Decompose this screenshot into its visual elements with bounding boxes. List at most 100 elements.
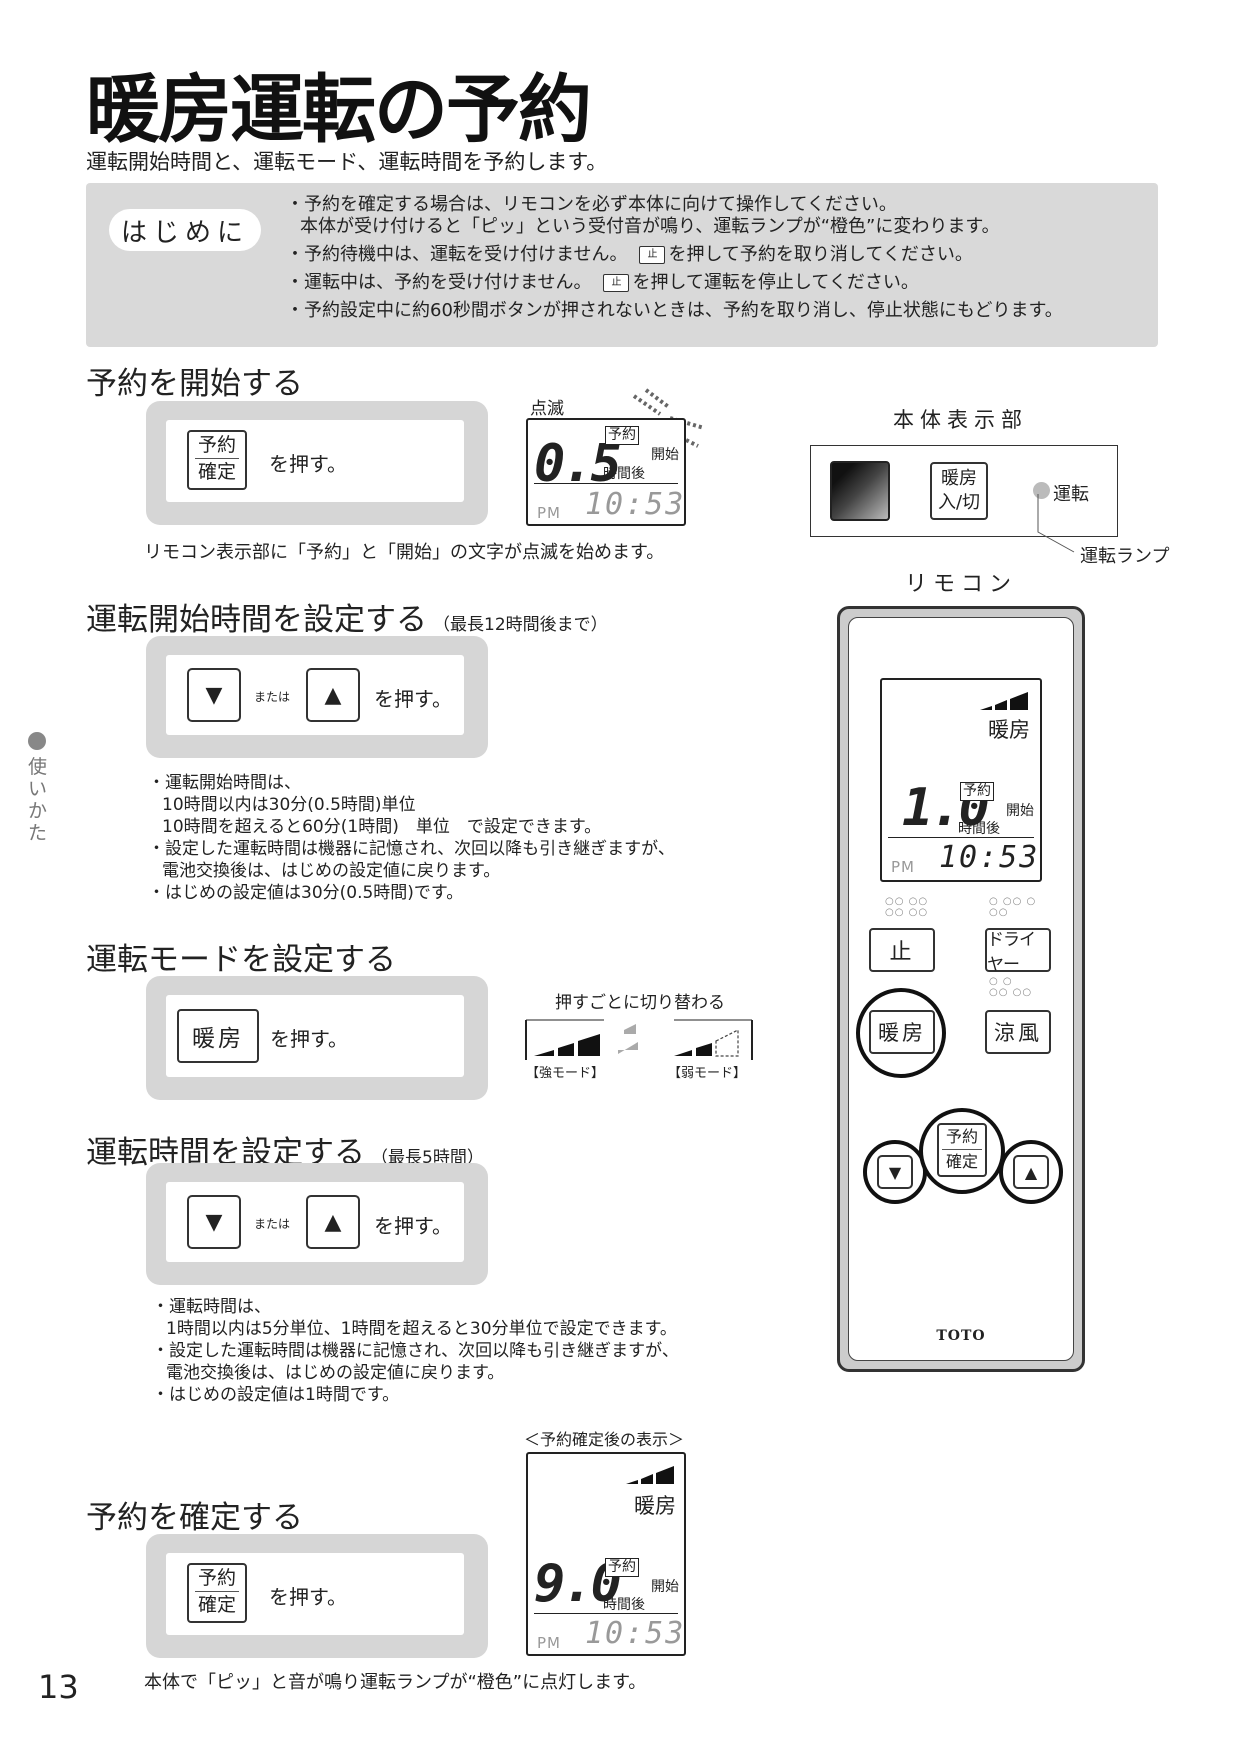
note-line: ・運転開始時間は、 <box>148 773 301 793</box>
section-heading-start-time: 運転開始時間を設定する（最長12時間後まで） <box>86 594 608 639</box>
blink-rays-icon <box>632 388 705 448</box>
lcd-pm: PM <box>891 858 915 876</box>
side-tab-label: 使いかた <box>28 756 48 844</box>
intro-note: ・予約待機中は、運転を受け付けません。 止を押して予約を取り消してください。 <box>286 241 1063 269</box>
page-title: 暖房運転の予約 <box>86 67 592 153</box>
remote-label: リモコン <box>905 572 1018 597</box>
down-button[interactable]: ▼ <box>187 1195 241 1249</box>
unit-label: 本体表示部 <box>893 408 1028 432</box>
note-line: 1時間以内は5分単位、1時間を超えると30分単位で設定できます。 <box>166 1319 677 1339</box>
intro-note-text: を押して運転を停止してください。 <box>632 272 919 293</box>
stop-key-icon: 止 <box>603 274 630 292</box>
instruction-panel: 暖房 を押す。 <box>146 976 488 1100</box>
key-label: 入/切 <box>937 492 981 513</box>
lcd-clock: 10:53 <box>585 1616 686 1651</box>
yoyaku-kakutei-button[interactable]: 予約 確定 <box>187 1563 247 1623</box>
note-line: ・設定した運転時間は機器に記憶され、次回以降も引き継ぎますが、 <box>152 1341 679 1361</box>
lcd-clock: 10:53 <box>939 840 1040 875</box>
note-line: ・運転時間は、 <box>152 1297 271 1317</box>
section-caption: 本体で「ピッ」と音が鳴り運転ランプが“橙色”に点灯します。 <box>144 1672 647 1693</box>
intro-note-text: ・運転中は、予約を受け付けません。 <box>286 272 583 293</box>
side-tab-dot-icon <box>28 732 46 750</box>
intro-note: ・予約を確定する場合は、リモコンを必ず本体に向けて操作してください。 <box>286 194 897 215</box>
toggle-label: 押すごとに切り替わる <box>555 993 725 1013</box>
stop-button[interactable]: 止 <box>869 928 935 972</box>
intro-note-text: を押して予約を取り消してください。 <box>668 244 973 265</box>
note-line: 電池交換後は、はじめの設定値に戻ります。 <box>166 1363 505 1383</box>
danbo-button[interactable]: 暖房 <box>869 1010 935 1054</box>
key-label: 確定 <box>945 1152 978 1171</box>
lcd-jikango: 時間後 <box>603 466 645 482</box>
lcd-clock: 10:53 <box>585 487 686 522</box>
lcd-start-display: 0.5 予約 開始 時間後 PM 10:53 <box>526 418 686 526</box>
intro-note: ・予約設定中に約60秒間ボタンが押されないときは、予約を取り消し、停止状態にもど… <box>286 300 1063 321</box>
intro-note: ・運転中は、予約を受け付けません。 止を押して運転を停止してください。 <box>286 269 1063 297</box>
highlight-circle <box>999 1140 1063 1204</box>
note-line: ・はじめの設定値は30分(0.5時間)です。 <box>148 883 464 903</box>
lcd-yoyaku: 予約 <box>960 782 994 801</box>
note-line: 10時間以内は30分(0.5時間)単位 <box>162 795 416 815</box>
weak-mode-label: 【弱モード】 <box>668 1066 747 1081</box>
mode-toggle-diagram <box>525 1019 753 1060</box>
lcd-confirm-display: 暖房 9.0 予約 開始 時間後 PM 10:53 <box>526 1452 686 1656</box>
note-line: ・設定した運転時間は機器に記憶され、次回以降も引き継ぎますが、 <box>148 839 675 859</box>
ryofu-button[interactable]: 涼風 <box>985 1010 1051 1054</box>
lcd-pm: PM <box>537 504 561 522</box>
brand-logo: TOTO <box>936 1328 986 1344</box>
unit-sensor-window <box>830 461 890 521</box>
lamp-leader-line <box>1037 494 1075 553</box>
instruction-panel: ▼ または ▲ を押す。 <box>146 1163 488 1285</box>
press-label: を押す。 <box>374 687 452 711</box>
section-notes: ・運転時間は、 1時間以内は5分単位、1時間を超えると30分単位で設定できます。… <box>152 1296 679 1406</box>
confirm-display-caption: ＜予約確定後の表示＞ <box>524 1430 685 1449</box>
key-label: 予約 <box>197 434 236 456</box>
yoyaku-kakutei-button[interactable]: 予約 確定 <box>937 1123 987 1177</box>
lcd-yoyaku: 予約 <box>605 1558 639 1577</box>
highlight-circle <box>856 988 946 1078</box>
down-button[interactable]: ▼ <box>187 668 241 722</box>
press-label: を押す。 <box>269 452 347 476</box>
lcd-pm: PM <box>537 1634 561 1652</box>
danbo-button[interactable]: 暖房 <box>177 1009 259 1063</box>
or-label: または <box>254 690 291 704</box>
instruction-panel: ▼ または ▲ を押す。 <box>146 636 488 758</box>
note-line: 電池交換後は、はじめの設定値に戻ります。 <box>162 861 501 881</box>
intro-note: 本体が受け付けると「ピッ」という受付音が鳴り、運転ランプが“橙色”に変わります。 <box>300 216 1000 237</box>
note-line: 10時間を超えると60分(1時間) 単位 で設定できます。 <box>162 817 602 837</box>
lcd-danbo: 暖房 <box>988 718 1030 742</box>
note-line: ・はじめの設定値は1時間です。 <box>152 1385 400 1405</box>
strong-mode-label: 【強モード】 <box>526 1066 605 1081</box>
up-button[interactable]: ▲ <box>306 1195 360 1249</box>
up-button[interactable]: ▲ <box>1013 1155 1049 1189</box>
unit-danbo-onoff-button[interactable]: 暖房 入/切 <box>930 462 988 520</box>
intro-notes: ・予約を確定する場合は、リモコンを必ず本体に向けて操作してください。 本体が受け… <box>286 191 1063 325</box>
unit-lamp-label: 運転 <box>1053 484 1089 505</box>
section-heading-mode: 運転モードを設定する <box>86 942 396 978</box>
dryer-button[interactable]: ドライヤー <box>985 928 1051 975</box>
section-caption: リモコン表示部に「予約」と「開始」の文字が点滅を始めます。 <box>144 542 665 563</box>
lcd-jikango: 時間後 <box>603 1597 645 1613</box>
down-button[interactable]: ▼ <box>877 1155 913 1189</box>
blink-label: 点滅 <box>530 399 564 419</box>
lamp-callout-label: 運転ランプ <box>1080 546 1170 567</box>
remote-lcd: 暖房 1.0 予約 開始 時間後 PM 10:53 <box>880 678 1042 882</box>
key-label: 予約 <box>945 1127 978 1146</box>
up-button[interactable]: ▲ <box>306 668 360 722</box>
lcd-kaishi: 開始 <box>651 1579 679 1595</box>
press-label: を押す。 <box>269 1585 347 1609</box>
or-label: または <box>254 1217 291 1231</box>
heading-sub: （最長12時間後まで） <box>433 615 608 635</box>
stop-key-icon: 止 <box>639 246 666 264</box>
lcd-jikango: 時間後 <box>958 821 1000 837</box>
intro-box: はじめに ・予約を確定する場合は、リモコンを必ず本体に向けて操作してください。 … <box>86 183 1158 347</box>
page-subtitle: 運転開始時間と、運転モード、運転時間を予約します。 <box>86 150 608 174</box>
strong-mode-icon <box>980 692 1028 710</box>
press-label: を押す。 <box>374 1214 452 1238</box>
lcd-danbo: 暖房 <box>634 1494 676 1518</box>
intro-note-text: ・予約待機中は、運転を受け付けません。 <box>286 244 619 265</box>
unit-lamp-icon <box>1033 482 1050 499</box>
lcd-kaishi: 開始 <box>651 447 679 463</box>
yoyaku-kakutei-button[interactable]: 予約 確定 <box>187 430 247 490</box>
intro-badge: はじめに <box>109 209 261 251</box>
instruction-panel: 予約 確定 を押す。 <box>146 401 488 525</box>
